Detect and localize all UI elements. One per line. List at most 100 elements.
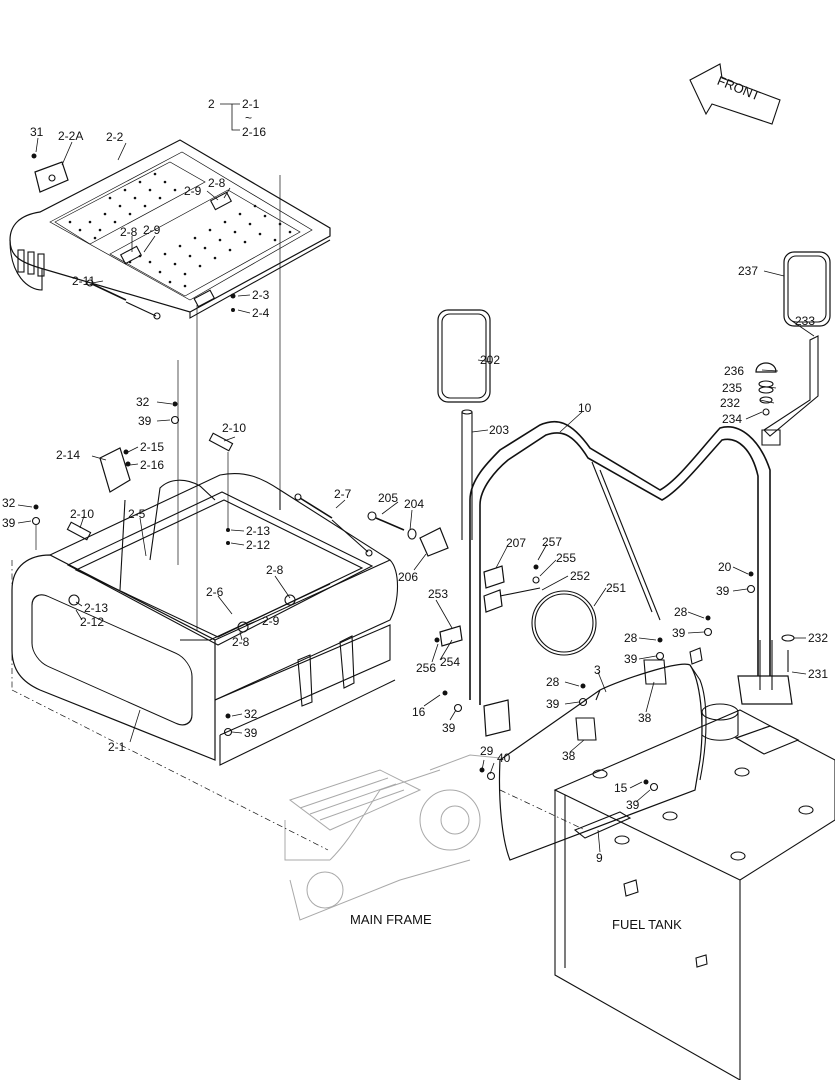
caption-main-frame: MAIN FRAME bbox=[350, 912, 432, 927]
hood-hinge-a bbox=[209, 191, 233, 211]
callout-3: 3 bbox=[594, 663, 601, 677]
cap-nut bbox=[755, 362, 777, 373]
side-bracket bbox=[99, 447, 131, 493]
callout-2-8: 2-8 bbox=[120, 225, 138, 239]
hood-hinge-b bbox=[119, 245, 143, 265]
callout-20: 20 bbox=[718, 560, 732, 574]
callout-205: 205 bbox=[378, 491, 398, 505]
callout-39: 39 bbox=[672, 626, 686, 640]
callout-2-4: 2-4 bbox=[252, 306, 270, 320]
callout-28: 28 bbox=[546, 675, 560, 689]
mirror-round bbox=[531, 590, 597, 656]
mirror-right bbox=[761, 251, 831, 446]
main-frame-outline bbox=[284, 754, 521, 921]
callout-32: 32 bbox=[2, 496, 16, 510]
callout-2-2: 2-2 bbox=[106, 130, 124, 144]
callout-2-13: 2-13 bbox=[246, 524, 270, 538]
callout-255: 255 bbox=[556, 551, 576, 565]
handle-lower bbox=[66, 521, 92, 541]
callout-29: 29 bbox=[480, 744, 494, 758]
callout-31: 31 bbox=[30, 125, 44, 139]
gas-spring-side bbox=[294, 493, 373, 557]
clamp-207 bbox=[483, 565, 505, 589]
callout-237: 237 bbox=[738, 264, 758, 278]
fuel-tank bbox=[553, 703, 835, 1080]
group-note-end: 2-16 bbox=[242, 125, 266, 139]
callout-40: 40 bbox=[497, 751, 511, 765]
callout-203: 203 bbox=[489, 423, 509, 437]
callout-236: 236 bbox=[724, 364, 744, 378]
callout-254: 254 bbox=[440, 655, 460, 669]
callout-2-15: 2-15 bbox=[140, 440, 164, 454]
callout-2-10: 2-10 bbox=[70, 507, 94, 521]
bracket-253 bbox=[439, 625, 463, 647]
bracket-38-lower bbox=[575, 717, 597, 741]
callout-39: 39 bbox=[624, 652, 638, 666]
callout-251: 251 bbox=[606, 581, 626, 595]
caption-fuel-tank: FUEL TANK bbox=[612, 917, 682, 932]
callout-253: 253 bbox=[428, 587, 448, 601]
bolt-205 bbox=[367, 511, 449, 557]
center-line bbox=[499, 789, 586, 831]
callout-2-1: 2-1 bbox=[108, 740, 126, 754]
callout-28: 28 bbox=[624, 631, 638, 645]
callout-28: 28 bbox=[674, 605, 688, 619]
group-note-sep: ~ bbox=[245, 111, 252, 125]
bracket-38-upper bbox=[643, 659, 667, 685]
hood-lock-plate bbox=[193, 289, 216, 308]
callout-39: 39 bbox=[244, 726, 258, 740]
callout-39: 39 bbox=[138, 414, 152, 428]
callout-2-8: 2-8 bbox=[232, 635, 250, 649]
callout-207: 207 bbox=[506, 536, 526, 550]
callout-39: 39 bbox=[546, 697, 560, 711]
group-note-parent: 2 bbox=[208, 97, 215, 111]
rail-mount-right bbox=[737, 675, 793, 705]
group-note: 2 2-1 ~ 2-16 bbox=[208, 97, 266, 139]
callout-38: 38 bbox=[638, 711, 652, 725]
callout-labels: 31 2-2A 2-2 2-9 2-8 2-8 2-9 2-3 2-4 2-11… bbox=[2, 125, 828, 865]
callout-204: 204 bbox=[404, 497, 424, 511]
rail-mount-left bbox=[483, 699, 511, 737]
inner-support-frame bbox=[119, 479, 331, 641]
callout-2-10: 2-10 bbox=[222, 421, 246, 435]
callout-202: 202 bbox=[480, 353, 500, 367]
callout-2-9: 2-9 bbox=[262, 614, 280, 628]
center-line bbox=[11, 689, 329, 851]
callout-2-5: 2-5 bbox=[128, 507, 146, 521]
callout-2-9: 2-9 bbox=[184, 184, 202, 198]
callout-232: 232 bbox=[808, 631, 828, 645]
callout-2-14: 2-14 bbox=[56, 448, 80, 462]
callout-2-9: 2-9 bbox=[143, 223, 161, 237]
callout-2-8: 2-8 bbox=[266, 563, 284, 577]
callout-39: 39 bbox=[442, 721, 456, 735]
callout-232: 232 bbox=[720, 396, 740, 410]
callout-16: 16 bbox=[412, 705, 426, 719]
guard-rail bbox=[469, 420, 771, 705]
callout-39: 39 bbox=[626, 798, 640, 812]
callout-2-2A: 2-2A bbox=[58, 129, 83, 143]
callout-2-11: 2-11 bbox=[72, 274, 95, 288]
callout-9: 9 bbox=[596, 851, 603, 865]
callout-2-16: 2-16 bbox=[140, 458, 164, 472]
callout-2-6: 2-6 bbox=[206, 585, 224, 599]
callout-252: 252 bbox=[570, 569, 590, 583]
clamp-252 bbox=[483, 589, 503, 613]
callout-15: 15 bbox=[614, 781, 628, 795]
mirror-left bbox=[437, 309, 491, 540]
callout-256: 256 bbox=[416, 661, 436, 675]
callout-2-8: 2-8 bbox=[208, 176, 226, 190]
callout-234: 234 bbox=[722, 412, 742, 426]
group-note-start: 2-1 bbox=[242, 97, 260, 111]
callout-257: 257 bbox=[542, 535, 562, 549]
side-cover-frame bbox=[11, 472, 398, 766]
callout-10: 10 bbox=[578, 401, 592, 415]
callout-38: 38 bbox=[562, 749, 576, 763]
hood-latch bbox=[31, 153, 69, 193]
leader-lines bbox=[17, 137, 815, 853]
front-direction-arrow: FRONT bbox=[689, 63, 781, 125]
callout-2-3: 2-3 bbox=[252, 288, 270, 302]
callout-235: 235 bbox=[722, 381, 742, 395]
bolt bbox=[172, 401, 178, 407]
